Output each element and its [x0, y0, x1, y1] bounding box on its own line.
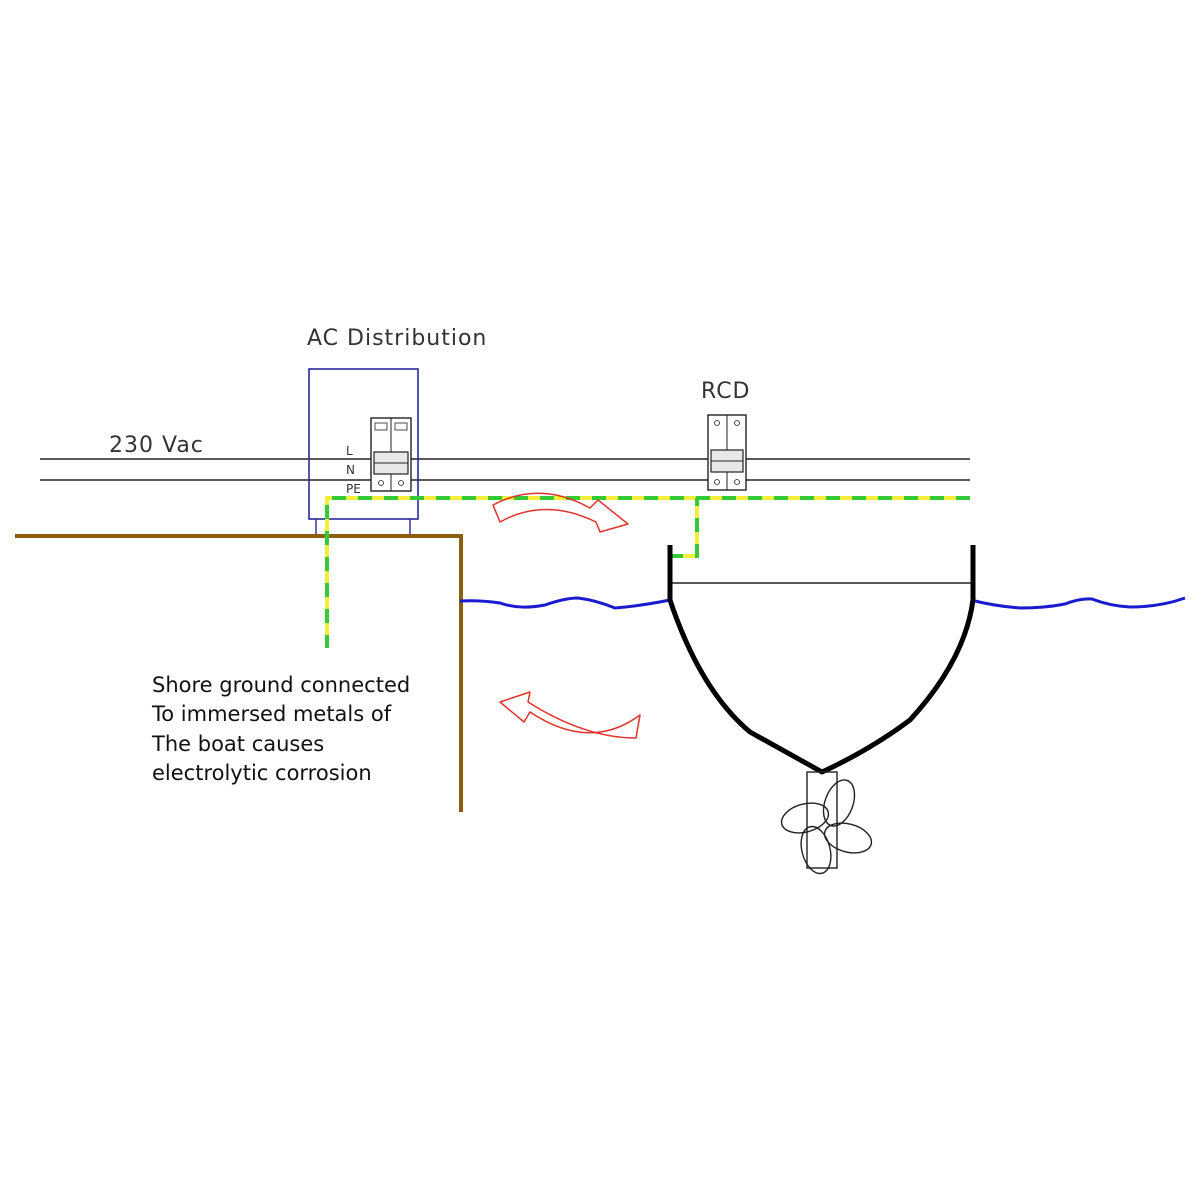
conductor-l-label: L: [346, 444, 353, 458]
rcd-breaker-icon: [707, 414, 747, 491]
ac-distribution-label: AC Distribution: [307, 326, 487, 351]
shore-quay: [15, 534, 463, 812]
boat-hull: [667, 545, 976, 775]
note-line: electrolytic corrosion: [152, 761, 372, 785]
current-flow-arrow-icon: [492, 492, 629, 533]
rcd-label: RCD: [701, 379, 751, 404]
corrosion-note: Shore ground connected To immersed metal…: [151, 673, 410, 785]
breaker-icon: [370, 417, 412, 492]
ac-distribution-panel: [308, 368, 419, 520]
conductor-pe-label: PE: [346, 482, 361, 496]
conductor-n-label: N: [346, 463, 355, 477]
pe-wire: [325, 496, 970, 648]
note-line: The boat causes: [151, 732, 324, 756]
water-right: [974, 596, 1186, 610]
note-line: To immersed metals of: [151, 702, 392, 726]
current-flow-arrow-icon: [499, 691, 641, 739]
note-line: Shore ground connected: [152, 673, 410, 697]
propeller-shaft: [806, 771, 838, 869]
voltage-label: 230 Vac: [109, 433, 204, 458]
propeller-icon: [780, 779, 873, 875]
water-left: [459, 596, 671, 610]
